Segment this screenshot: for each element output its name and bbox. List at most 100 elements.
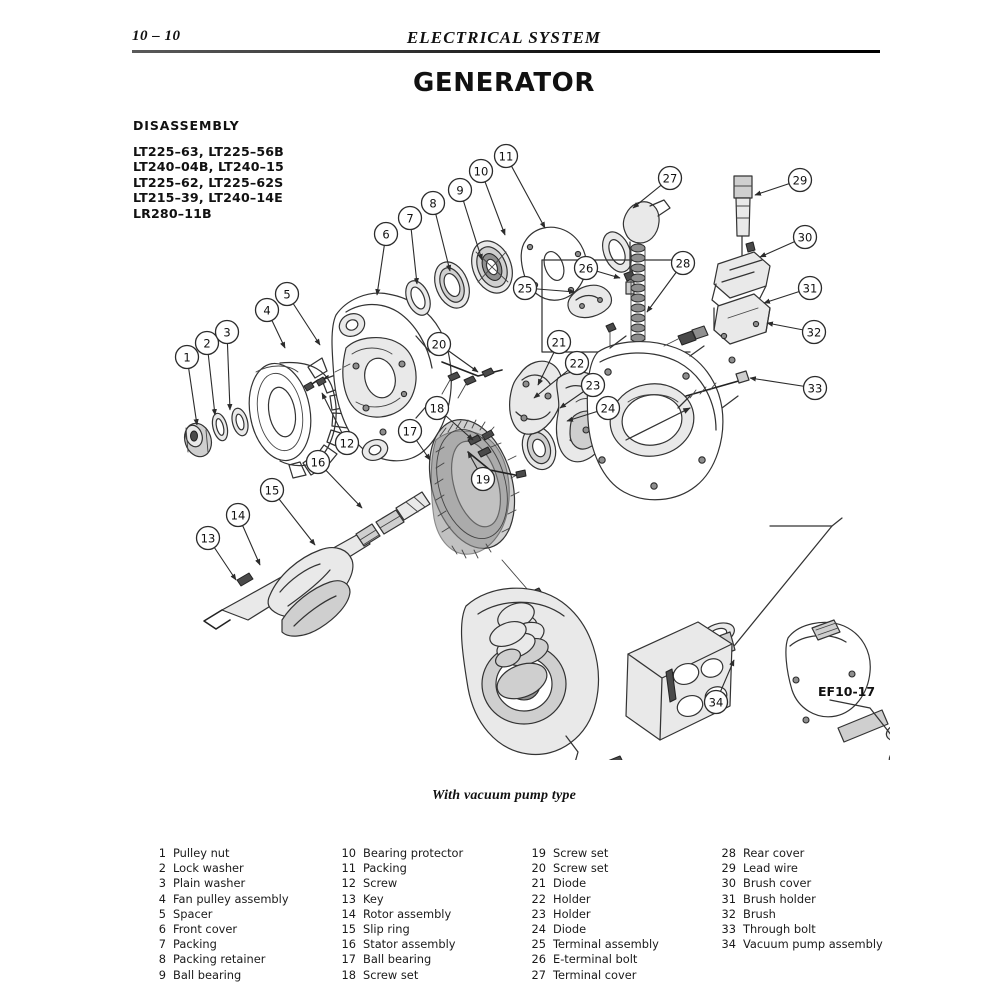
callout-bubble-29 — [787, 167, 813, 193]
callout-bubble-21 — [546, 329, 572, 355]
callout-number-10: 10 — [474, 165, 489, 179]
figure-caption: With vacuum pump type — [431, 788, 577, 803]
callout-bubble-32 — [801, 319, 827, 345]
part-diode-21 — [509, 360, 564, 435]
part-label: E-terminal bolt — [553, 952, 638, 967]
part-terminal-cover — [605, 199, 671, 347]
callout-16: 16 — [305, 449, 363, 509]
part-vacuum-pump-assembly — [460, 407, 890, 760]
callout-9: 9 — [447, 177, 483, 261]
part-number: 11 — [341, 861, 357, 876]
callout-bubble-31 — [797, 275, 823, 301]
part-through-bolt — [677, 370, 750, 409]
model-line-4: LT215–39, LT240–14E — [133, 190, 283, 206]
part-label: Screw set — [553, 846, 609, 860]
callout-bubble-3 — [214, 319, 240, 345]
part-front-cover — [331, 292, 452, 462]
callout-bubble-20 — [426, 331, 452, 357]
callout-number-34: 34 — [709, 696, 724, 710]
callout-15: 15 — [259, 477, 316, 546]
part-stator-assembly — [428, 419, 520, 559]
parts-list-item: 17 Ball bearing — [336, 952, 526, 967]
callout-7: 7 — [397, 205, 423, 285]
parts-list-item: 5 Spacer — [146, 907, 336, 922]
part-screw-set-20 — [441, 361, 503, 399]
part-number: 21 — [531, 876, 547, 891]
callout-bubble-4 — [254, 297, 280, 323]
parts-list-item: 33 Through bolt — [716, 922, 906, 937]
callout-6: 6 — [373, 221, 399, 296]
part-number: 1 — [158, 846, 166, 860]
callout-bubble-10 — [468, 158, 494, 184]
callout-number-3: 3 — [223, 326, 230, 340]
callout-33: 33 — [749, 375, 828, 401]
callout-29: 29 — [754, 167, 813, 196]
header-rule — [132, 50, 880, 53]
callout-number-16: 16 — [311, 456, 326, 470]
part-number: 16 — [341, 937, 357, 952]
callout-number-6: 6 — [382, 228, 389, 242]
callout-25: 25 — [512, 275, 576, 301]
part-label: Key — [363, 891, 384, 906]
part-label: Brush cover — [743, 876, 812, 891]
exploded-view-diagram: .ln{fill:none;stroke:#333;stroke-width:1… — [130, 140, 890, 760]
callout-bubble-18 — [424, 395, 450, 421]
part-label: Front cover — [173, 922, 238, 937]
callout-30: 30 — [759, 224, 818, 258]
callout-bubble-33 — [802, 375, 828, 401]
part-number: 27 — [531, 967, 547, 982]
part-label: Lock washer — [173, 861, 244, 876]
parts-list-item: 6 Front cover — [146, 922, 336, 937]
callout-number-24: 24 — [601, 402, 616, 416]
part-label: Terminal assembly — [553, 937, 659, 952]
part-label: Packing retainer — [173, 952, 266, 967]
model-line-5: LR280–11B — [133, 205, 212, 221]
diagram-artwork: EF10-17 — [183, 175, 890, 760]
callout-bubble-9 — [447, 177, 473, 203]
callout-number-14: 14 — [231, 509, 246, 523]
part-number: 33 — [721, 922, 737, 937]
callout-bubble-8 — [420, 190, 446, 216]
callout-number-20: 20 — [432, 338, 447, 352]
callout-bubble-27 — [657, 165, 683, 191]
part-label: Through bolt — [743, 922, 816, 937]
part-number: 22 — [531, 891, 547, 906]
callout-bubble-28 — [670, 250, 696, 276]
part-number: 3 — [158, 876, 166, 891]
parts-list-item: 26 E-terminal bolt — [526, 952, 716, 967]
callout-number-27: 27 — [663, 172, 678, 186]
part-number: 23 — [531, 906, 547, 921]
callout-bubble-19 — [470, 466, 496, 492]
part-label: Slip ring — [363, 922, 410, 937]
part-number: 6 — [158, 922, 166, 937]
callout-bubble-6 — [373, 221, 399, 247]
callout-number-30: 30 — [798, 231, 813, 245]
part-label: Spacer — [173, 906, 213, 921]
part-number: 20 — [531, 861, 547, 876]
callout-number-8: 8 — [429, 197, 436, 211]
part-number: 17 — [341, 952, 357, 967]
part-number: 26 — [531, 952, 547, 967]
part-number: 5 — [158, 906, 166, 921]
callout-bubble-7 — [397, 205, 423, 231]
callout-bubble-5 — [274, 281, 300, 307]
callout-24: 24 — [566, 395, 621, 422]
part-label: Ball bearing — [363, 952, 432, 967]
part-ball-bearing-9 — [471, 240, 513, 294]
callout-number-22: 22 — [570, 357, 585, 371]
